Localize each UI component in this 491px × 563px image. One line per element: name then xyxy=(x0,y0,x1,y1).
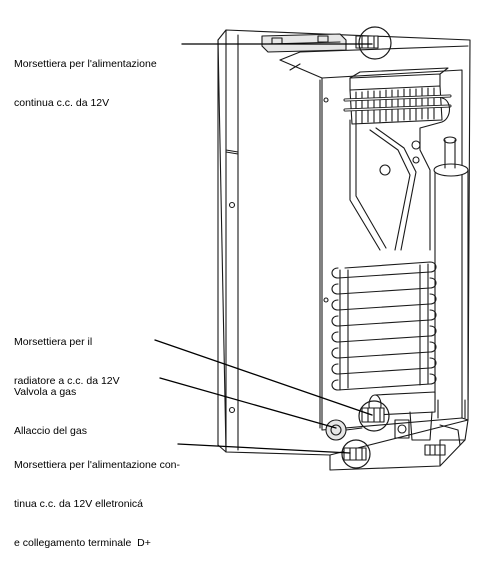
label-gas-valve: Valvola a gas Allaccio del gas xyxy=(14,360,87,451)
label-top-terminal-line1: Morsettiera per l'alimentazione xyxy=(14,58,157,70)
condenser-fins xyxy=(343,67,452,151)
label-electronic-terminal: Morsettiera per l'alimentazione con- tin… xyxy=(14,433,180,563)
condenser-coil xyxy=(331,261,437,391)
boiler-cylinder xyxy=(433,136,469,419)
bottom-connector xyxy=(424,444,446,456)
refrigerator-rear-diagram xyxy=(154,26,471,471)
label-radiator-terminal: Morsettiera per il radiatore a c.c. da 1… xyxy=(14,310,120,401)
label-top-terminal: Morsettiera per l'alimentazione continua… xyxy=(14,32,157,123)
label-electronic-terminal-line1: Morsettiera per l'alimentazione con- xyxy=(14,459,180,471)
gas-valve-knob xyxy=(325,419,363,441)
label-electronic-terminal-line3: e collegamento terminale D+ xyxy=(14,537,151,549)
leader-lines xyxy=(154,43,373,454)
label-top-terminal-line2: continua c.c. da 12V xyxy=(14,97,110,109)
label-gas-valve-line2: Allaccio del gas xyxy=(14,425,87,437)
radiator-terminal-block xyxy=(358,400,390,432)
label-gas-valve-line1: Valvola a gas xyxy=(14,386,77,398)
leader-radiator-terminal xyxy=(154,339,373,416)
absorber-piping xyxy=(349,119,431,251)
cabinet-body xyxy=(217,29,471,471)
label-radiator-terminal-line2: radiatore a c.c. da 12V xyxy=(14,375,120,387)
leader-gas-valve xyxy=(159,377,337,429)
top-terminal-block xyxy=(261,26,392,60)
label-radiator-terminal-line1: Morsettiera per il xyxy=(14,336,93,348)
leader-electronic-terminal xyxy=(177,443,351,454)
electronic-terminal-block xyxy=(341,439,371,469)
